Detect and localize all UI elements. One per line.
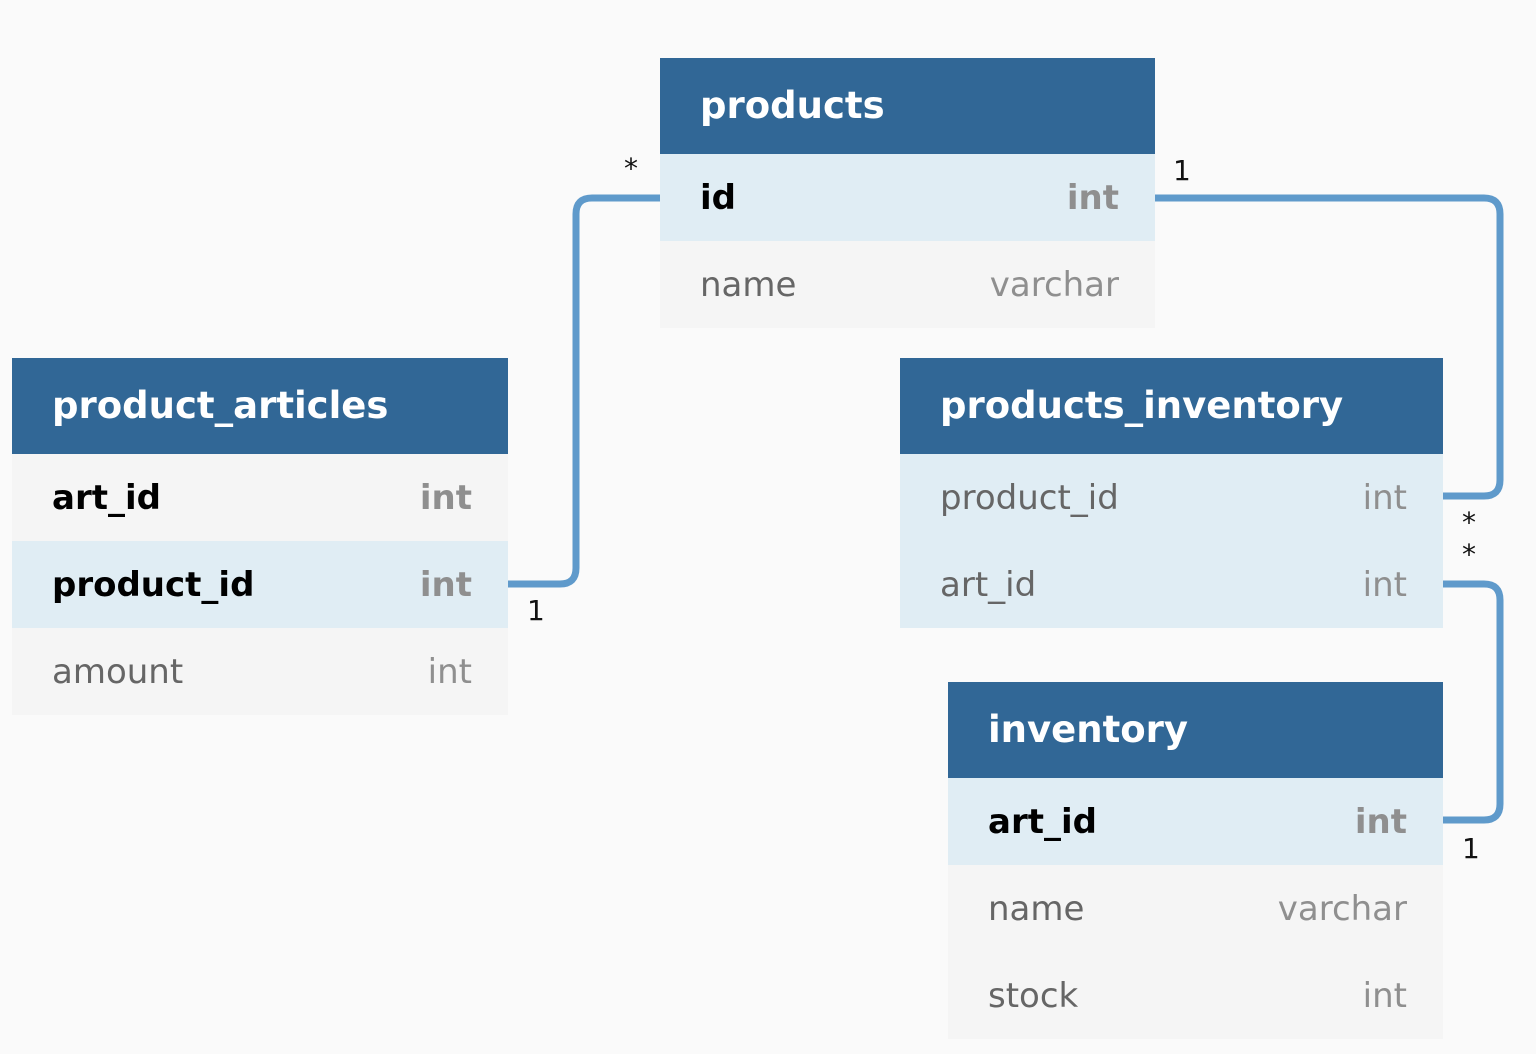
field-type: varchar: [989, 264, 1119, 305]
field-type: int: [419, 564, 472, 605]
field-type: int: [1362, 564, 1407, 605]
cardinality-label: 1: [1173, 154, 1191, 187]
field-name: art_id: [52, 477, 161, 518]
field-type: int: [1354, 801, 1407, 842]
field-name: id: [700, 177, 736, 218]
field-name: amount: [52, 651, 184, 692]
table-header[interactable]: products_inventory: [900, 358, 1443, 454]
field-name: product_id: [52, 564, 255, 605]
field-name: name: [700, 264, 797, 305]
field-row-product-id[interactable]: product_id int: [900, 454, 1443, 541]
field-type: int: [1362, 975, 1407, 1016]
field-row-product-id[interactable]: product_id int: [12, 541, 508, 628]
field-row-id[interactable]: id int: [660, 154, 1155, 241]
cardinality-label: *: [1462, 538, 1476, 571]
cardinality-label: *: [624, 152, 638, 185]
field-type: int: [427, 651, 472, 692]
cardinality-label: 1: [1462, 832, 1480, 865]
table-products-inventory[interactable]: products_inventory product_id int art_id…: [900, 358, 1443, 628]
field-type: int: [1362, 477, 1407, 518]
field-type: int: [419, 477, 472, 518]
field-name: art_id: [988, 801, 1097, 842]
field-row-amount[interactable]: amount int: [12, 628, 508, 715]
connector-product-articles-to-products: [508, 194, 660, 588]
field-name: product_id: [940, 477, 1119, 518]
table-inventory[interactable]: inventory art_id int name varchar stock …: [948, 682, 1443, 1039]
table-header[interactable]: inventory: [948, 682, 1443, 778]
cardinality-label: 1: [527, 594, 545, 627]
field-type: varchar: [1277, 888, 1407, 929]
table-header[interactable]: product_articles: [12, 358, 508, 454]
field-name: stock: [988, 975, 1079, 1016]
connector-products-inventory-to-inventory: [1443, 580, 1504, 824]
field-row-art-id[interactable]: art_id int: [900, 541, 1443, 628]
field-row-name[interactable]: name varchar: [948, 865, 1443, 952]
cardinality-label: *: [1462, 506, 1476, 539]
field-name: name: [988, 888, 1085, 929]
field-name: art_id: [940, 564, 1037, 605]
table-header[interactable]: products: [660, 58, 1155, 154]
field-row-art-id[interactable]: art_id int: [948, 778, 1443, 865]
field-row-name[interactable]: name varchar: [660, 241, 1155, 328]
table-products[interactable]: products id int name varchar: [660, 58, 1155, 328]
table-product-articles[interactable]: product_articles art_id int product_id i…: [12, 358, 508, 715]
field-row-stock[interactable]: stock int: [948, 952, 1443, 1039]
field-type: int: [1066, 177, 1119, 218]
field-row-art-id[interactable]: art_id int: [12, 454, 508, 541]
